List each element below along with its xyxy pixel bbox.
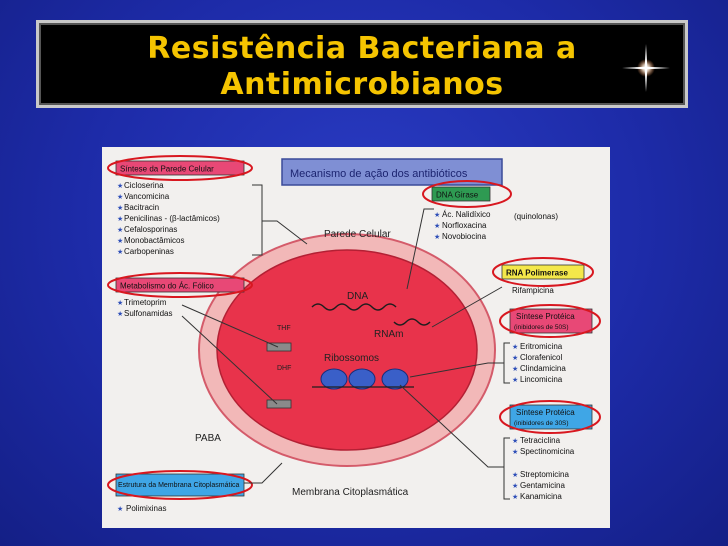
svg-text:★: ★ — [512, 482, 518, 490]
ribosome-label: Ribossomos — [324, 353, 379, 364]
dna-strand-icon — [311, 303, 397, 311]
rnapol-group-title: RNA Polimerase — [506, 269, 569, 278]
cell-wall-label: Parede Celular — [324, 229, 391, 240]
gyrase-arrow-line — [406, 208, 434, 290]
svg-text:★: ★ — [117, 248, 123, 256]
slide-title-box: Resistência Bacteriana a Antimicrobianos — [36, 20, 688, 108]
wall-group-title-box — [115, 160, 245, 176]
s50-group-title: Síntese Protéica — [516, 312, 575, 321]
s30-group-highlight-circle — [499, 400, 601, 434]
gyrase-group-title-box — [431, 186, 491, 202]
gyrase-item-2: Norfloxacina — [442, 221, 487, 230]
folic-arrow-line — [181, 304, 279, 405]
s50-item-4: Lincomicina — [520, 375, 563, 384]
svg-text:★: ★ — [117, 182, 123, 190]
wall-item-1: Cicloserina — [124, 181, 164, 190]
folate-enzyme-block — [266, 342, 292, 352]
s30-group-title-box — [509, 404, 593, 430]
membrane-item-1: Polimixinas — [126, 504, 166, 513]
membrane-group-title-box — [115, 473, 245, 497]
rnapol-group-title-box — [501, 264, 585, 280]
svg-text:★: ★ — [117, 237, 123, 245]
svg-text:★: ★ — [512, 376, 518, 384]
svg-text:★: ★ — [512, 365, 518, 373]
wall-item-5: Cefalosporinas — [124, 225, 177, 234]
svg-text:★: ★ — [117, 226, 123, 234]
s30-amino-bracket-line — [399, 384, 510, 500]
wall-item-2: Vancomicina — [124, 192, 170, 201]
amino-item-2: Gentamicina — [520, 481, 565, 490]
gyrase-item-3: Novobiocina — [442, 232, 487, 241]
s50-bracket-line — [409, 342, 510, 384]
svg-text:★: ★ — [117, 505, 123, 513]
wall-group-highlight-circle — [107, 155, 253, 181]
svg-text:★: ★ — [117, 193, 123, 201]
rna-label: RNAm — [374, 329, 403, 340]
svg-text:★: ★ — [434, 233, 440, 241]
rnapol-item-1: Rifampicina — [512, 286, 554, 295]
slide-title-line-1: Resistência Bacteriana a — [147, 31, 577, 66]
svg-text:★: ★ — [512, 471, 518, 479]
slide-title-line-2: Antimicrobianos — [220, 67, 504, 102]
wall-bracket-line — [252, 184, 308, 256]
paba-enzyme-block — [266, 399, 292, 409]
folic-item-1: Trimetoprim — [124, 298, 167, 307]
folic-group-highlight-circle — [107, 272, 253, 298]
svg-text:★: ★ — [512, 343, 518, 351]
membrane-group-highlight-circle — [107, 470, 253, 500]
svg-text:★: ★ — [434, 211, 440, 219]
amino-item-1: Streptomicina — [520, 470, 569, 479]
s30-group-title: Síntese Protéica — [516, 408, 575, 417]
s30-item-2: Spectinomicina — [520, 447, 575, 456]
s50-group-title-box — [509, 308, 593, 334]
svg-text:★: ★ — [117, 310, 123, 318]
membrane-label: Membrana Citoplasmática — [292, 487, 409, 498]
wall-group-title: Síntese da Parede Celular — [120, 165, 214, 174]
s50-item-1: Eritromicina — [520, 342, 563, 351]
svg-text:★: ★ — [117, 204, 123, 212]
folic-item-2: Sulfonamidas — [124, 309, 172, 318]
svg-text:★: ★ — [117, 299, 123, 307]
wall-item-6: Monobactâmicos — [124, 236, 184, 245]
rnapol-arrow-line — [431, 286, 503, 328]
wall-item-3: Bacitracin — [124, 203, 159, 212]
rnapol-group-highlight-circle — [492, 257, 594, 287]
paba-label: PABA — [195, 433, 221, 444]
s30-group-subtitle: (inibidores de 30S) — [514, 420, 569, 427]
svg-text:★: ★ — [512, 493, 518, 501]
wall-item-4: Penicilinas - (β-lactâmicos) — [124, 214, 220, 223]
s50-item-3: Clindamicina — [520, 364, 566, 373]
gyrase-group-title: DNA Girase — [436, 191, 479, 200]
svg-text:★: ★ — [512, 354, 518, 362]
figure-header: Mecanismo de ação dos antibióticos — [290, 168, 468, 180]
membrane-arrow-line — [244, 462, 283, 484]
antibiotic-mechanism-figure: Mecanismo de ação dos antibióticos DNA R… — [102, 147, 610, 528]
s30-item-1: Tetraciclina — [520, 436, 561, 445]
folic-group-title: Metabolismo do Ác. Fólico — [120, 282, 214, 291]
svg-text:★: ★ — [512, 448, 518, 456]
sparkle-star-icon — [622, 44, 670, 92]
thf-label: THF — [277, 325, 291, 332]
dna-label: DNA — [347, 291, 368, 302]
svg-text:★: ★ — [434, 222, 440, 230]
wall-item-7: Carbopeninas — [124, 247, 174, 256]
gyrase-group-highlight-circle — [422, 180, 512, 208]
gyrase-item-1: Ác. Nalidíxico — [442, 210, 491, 219]
rna-strand-icon — [393, 318, 431, 326]
s50-group-subtitle: (inibidores de 50S) — [514, 324, 569, 331]
ribosome-icon — [312, 368, 414, 390]
svg-text:★: ★ — [117, 215, 123, 223]
membrane-group-title: Estrutura da Membrana Citoplasmática — [118, 482, 239, 489]
folic-group-title-box — [115, 277, 245, 293]
s50-item-2: Clorafenicol — [520, 353, 562, 362]
gyrase-note: (quinolonas) — [514, 212, 558, 221]
s50-group-highlight-circle — [499, 304, 601, 338]
svg-text:★: ★ — [512, 437, 518, 445]
amino-item-3: Kanamicina — [520, 492, 562, 501]
dhf-label: DHF — [277, 365, 291, 372]
